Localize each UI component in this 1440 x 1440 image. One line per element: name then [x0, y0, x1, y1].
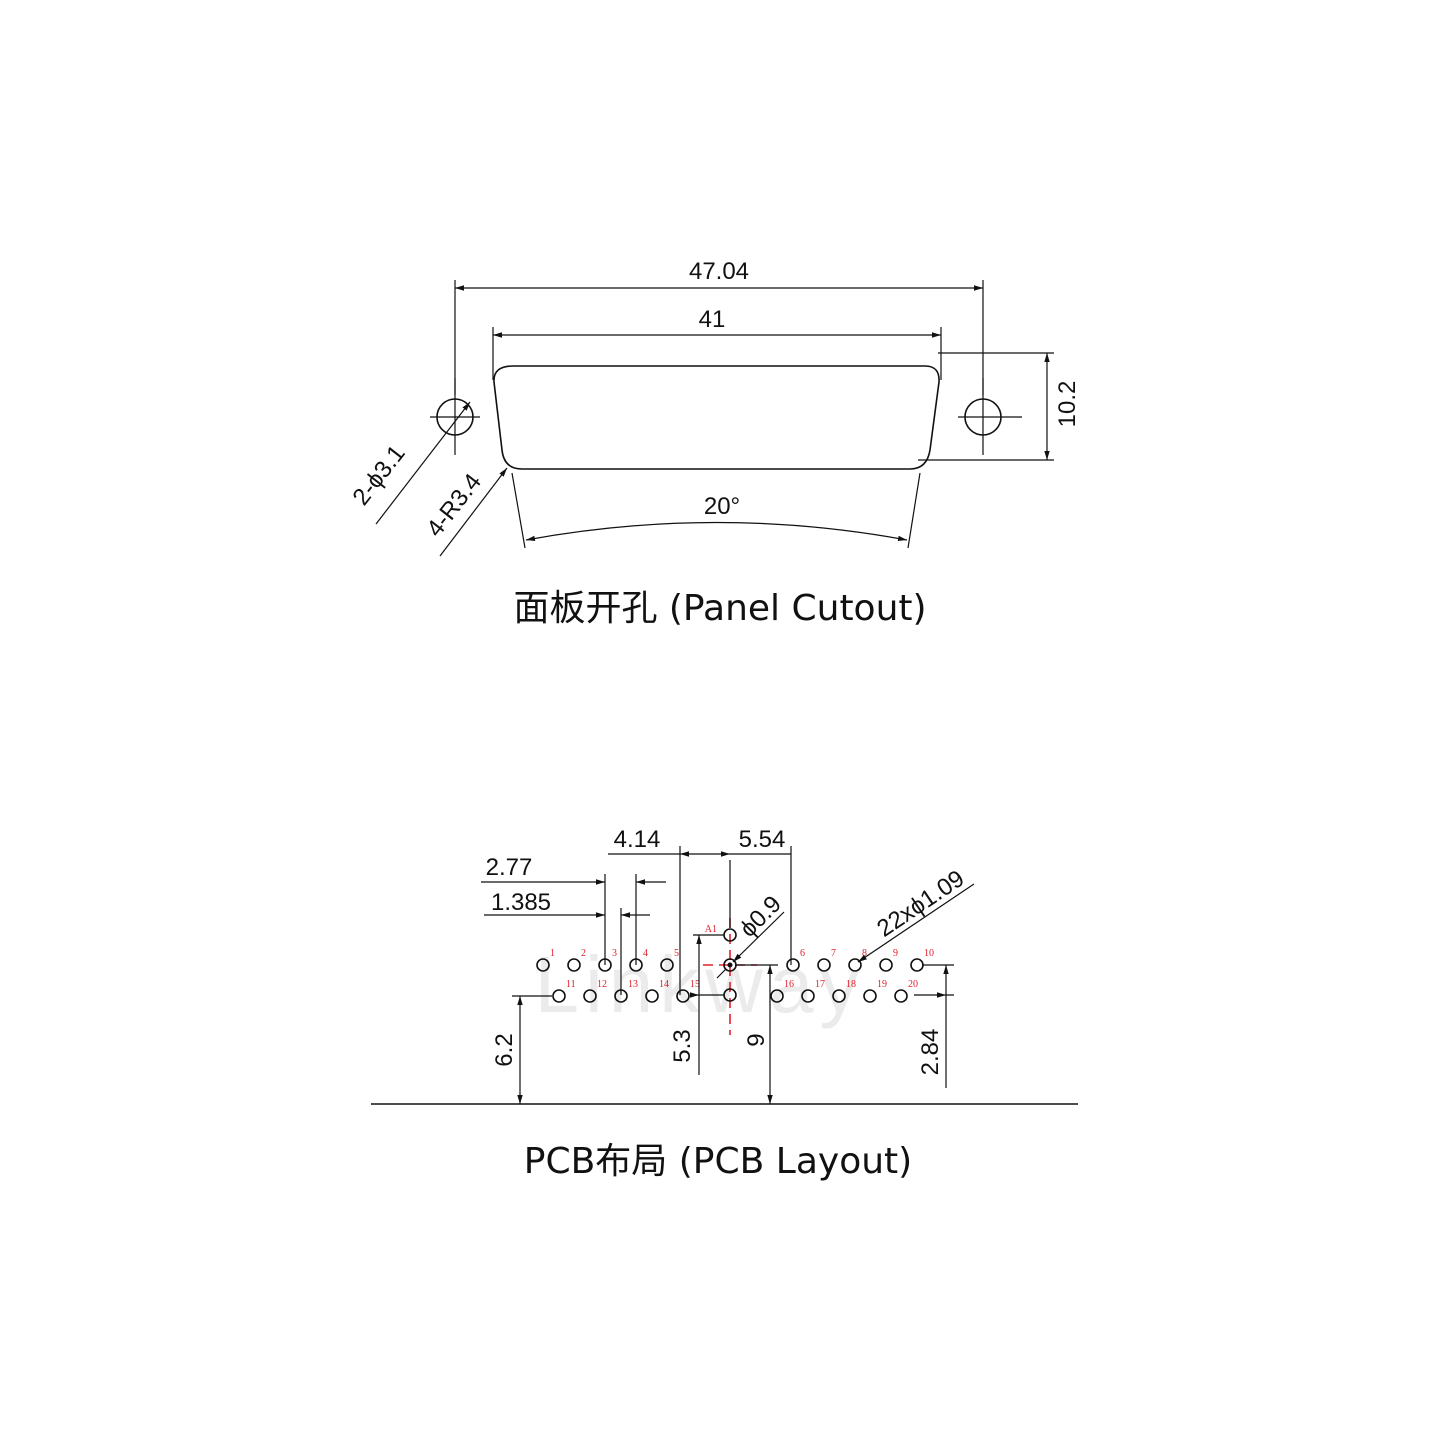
bottom-row-pins: 11 12 13 14 15 16 17 18 19 20: [552, 979, 918, 1003]
pcb-layout-caption: PCB布局 (PCB Layout): [524, 1141, 912, 1182]
top-pin-label: 7: [831, 948, 836, 959]
dimension-overall-width: 47.04: [454, 258, 984, 395]
dim-phi-0-9-label: ϕ0.9: [735, 891, 787, 943]
panel-cutout-view: 47.04 41 10.2 2-ϕ3.1 4-R3.4: [347, 258, 1081, 629]
top-row-pins: 1 2 3 4 5 6 7 8 9 10: [536, 948, 934, 972]
bottom-pin-hole: [583, 989, 597, 1003]
dim-radius-label: 4-R3.4: [421, 469, 487, 542]
top-pin-label: 9: [893, 948, 898, 959]
bottom-pin-hole: [863, 989, 877, 1003]
dim-hole-label: 2-ϕ3.1: [347, 440, 410, 510]
bottom-pin-hole: [676, 989, 690, 1003]
dimension-4-14: 4.14: [608, 826, 792, 995]
top-pin-label: 6: [800, 948, 805, 959]
dim-6-2-label: 6.2: [491, 1033, 518, 1066]
coax-center-dot: [727, 962, 733, 968]
top-pin-hole: [536, 958, 550, 972]
dimension-1-385: 1.385: [484, 889, 650, 995]
top-pin-label: 10: [924, 948, 934, 959]
dim-2-77-label: 2.77: [486, 854, 533, 881]
bottom-pin-label: 11: [566, 979, 576, 990]
radius-callout: 4-R3.4: [421, 467, 508, 557]
top-pin-label: 5: [674, 948, 679, 959]
coax-a1-label: A1: [705, 924, 717, 935]
dim-9-label: 9: [743, 1033, 770, 1046]
angle-dimension: 20°: [511, 472, 921, 549]
top-pin-hole: [567, 958, 581, 972]
top-pin-hole: [879, 958, 893, 972]
dimension-2-77: 2.77: [481, 854, 666, 965]
bottom-pin-label: 15: [690, 979, 700, 990]
top-pin-label: 1: [550, 948, 555, 959]
top-pin-label: 8: [862, 948, 867, 959]
bottom-pin-label: 17: [815, 979, 825, 990]
dim-41-label: 41: [699, 306, 726, 333]
bottom-pin-hole: [894, 989, 908, 1003]
bottom-pin-label: 13: [628, 979, 638, 990]
dim-4-14-label: 4.14: [614, 826, 661, 853]
bottom-pin-label: 18: [846, 979, 856, 990]
dim-22x-label: 22xϕ1.09: [872, 865, 969, 943]
dimension-5-54: 5.54: [730, 826, 791, 855]
dim-5-3-label: 5.3: [669, 1029, 696, 1062]
bottom-pin-label: 19: [877, 979, 887, 990]
top-pin-label: 4: [643, 948, 648, 959]
bottom-pin-label: 16: [784, 979, 794, 990]
dimension-9: 9: [736, 964, 778, 1104]
signal-hole-callout: 22xϕ1.09: [857, 865, 975, 963]
bottom-pin-hole: [552, 989, 566, 1003]
bottom-pin-hole: [801, 989, 815, 1003]
top-pin-hole: [660, 958, 674, 972]
dim-1-385-label: 1.385: [491, 889, 551, 916]
dimension-2-84: 2.84: [914, 964, 954, 1088]
bottom-pin-hole: [832, 989, 846, 1003]
dim-10-2-label: 10.2: [1054, 381, 1081, 428]
top-pin-label: 3: [612, 948, 617, 959]
dim-angle-label: 20°: [704, 493, 740, 520]
top-pin-hole: [910, 958, 924, 972]
bottom-pin-hole: [645, 989, 659, 1003]
d-sub-cutout-outline: [493, 365, 940, 470]
top-pin-hole: [786, 958, 800, 972]
bottom-pin-label: 14: [659, 979, 669, 990]
top-pin-label: 2: [581, 948, 586, 959]
dim-47-04-label: 47.04: [689, 258, 749, 285]
bottom-pin-label: 12: [597, 979, 607, 990]
dim-5-54-label: 5.54: [739, 826, 786, 853]
watermark: Linkway: [534, 940, 865, 1029]
panel-cutout-caption: 面板开孔 (Panel Cutout): [513, 588, 926, 629]
bottom-pin-label: 20: [908, 979, 918, 990]
dimension-5-3: 5.3: [669, 934, 724, 1075]
dimension-6-2: 6.2: [491, 995, 552, 1104]
dim-2-84-label: 2.84: [917, 1029, 944, 1076]
dimension-height: 10.2: [918, 352, 1081, 461]
top-pin-hole: [817, 958, 831, 972]
dimension-cutout-width: 41: [492, 306, 942, 380]
top-pin-hole: [848, 958, 862, 972]
